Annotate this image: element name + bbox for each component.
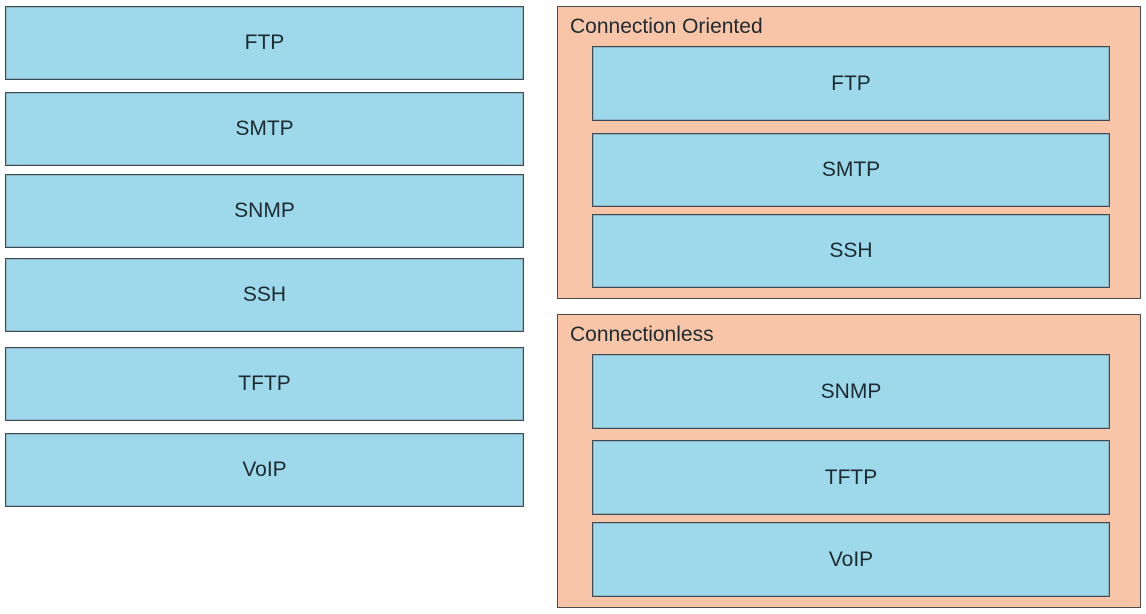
connection-oriented-title: Connection Oriented [570,15,763,38]
target-item-voip[interactable]: VoIP [592,522,1110,597]
target-item-ftp[interactable]: FTP [592,46,1110,121]
source-item-tftp[interactable]: TFTP [5,347,524,421]
source-item-snmp[interactable]: SNMP [5,174,524,248]
connectionless-drop-zone[interactable]: Connectionless SNMP TFTP VoIP [557,314,1141,608]
target-item-smtp[interactable]: SMTP [592,133,1110,207]
connectionless-title: Connectionless [570,323,714,346]
target-item-tftp[interactable]: TFTP [592,440,1110,515]
target-item-snmp[interactable]: SNMP [592,354,1110,429]
source-item-smtp[interactable]: SMTP [5,92,524,166]
connection-oriented-drop-zone[interactable]: Connection Oriented FTP SMTP SSH [557,6,1141,299]
source-item-voip[interactable]: VoIP [5,433,524,507]
source-item-ssh[interactable]: SSH [5,258,524,332]
source-item-ftp[interactable]: FTP [5,6,524,80]
target-item-ssh[interactable]: SSH [592,214,1110,288]
